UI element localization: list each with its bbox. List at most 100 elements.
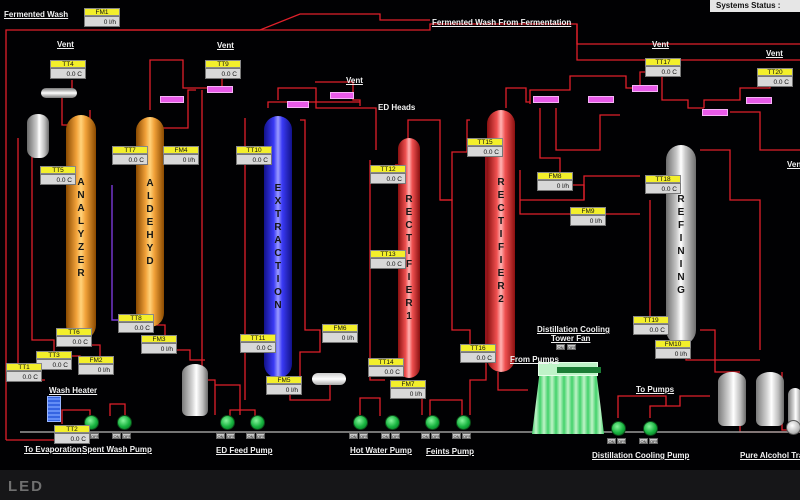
column-letter: F (497, 242, 505, 253)
spent-wash-pump-2-off[interactable]: OFF (122, 433, 131, 439)
feints-pump-1-on[interactable]: ON (421, 433, 430, 439)
pure-alcohol-tank-2[interactable] (756, 372, 784, 426)
spent-wash-pump-2[interactable] (117, 415, 132, 430)
heat-exchanger-ed-heads (330, 92, 354, 99)
to-evaporation-label: To Evaporation (24, 445, 82, 454)
column-letter: F (405, 259, 413, 270)
pure-alcohol-tank-1[interactable] (718, 372, 746, 426)
heat-exchanger-rect2-c (632, 85, 658, 92)
column-letter: A (77, 176, 85, 188)
pipe-refining-pump (700, 329, 740, 373)
pipe-header-top (110, 23, 800, 45)
pipe-to-evap (6, 426, 61, 441)
pure-alcohol-tank-3[interactable] (788, 388, 800, 426)
column-letter: T (274, 261, 282, 272)
systems-status[interactable]: Systems Status : (710, 0, 800, 12)
tower-fan-on-button[interactable]: ON (556, 344, 565, 350)
column-letter: R (677, 194, 685, 205)
cooling-pump-2-on[interactable]: ON (639, 438, 648, 444)
feints-pump-1-off[interactable]: OFF (431, 433, 440, 439)
ed-feed-pump-1[interactable] (220, 415, 235, 430)
hot-water-pump-2[interactable] (385, 415, 400, 430)
column-letter: I (499, 255, 503, 266)
ed-feed-pump-2-on[interactable]: ON (246, 433, 255, 439)
tower-fan-off-button[interactable]: OFF (567, 344, 576, 350)
ed-feed-pump-1-on[interactable]: ON (216, 433, 225, 439)
cooling-pump-1-on[interactable]: ON (607, 438, 616, 444)
cooling-pump-1[interactable] (611, 421, 626, 436)
spent-wash-pump-1-off[interactable]: OFF (90, 433, 99, 439)
column-letter: Y (146, 242, 154, 254)
wash-heater[interactable] (47, 396, 61, 422)
ed-feed-pump-2[interactable] (250, 415, 265, 430)
cooling-pump-1-off[interactable]: OFF (617, 438, 626, 444)
pipe-ed-feed (201, 90, 216, 415)
feints-pump-1[interactable] (425, 415, 440, 430)
to-pumps-label: To Pumps (636, 385, 675, 394)
heat-exchanger-vent (207, 86, 233, 93)
wash-preheater-vessel (27, 114, 49, 158)
spent-wash-pump-2-on[interactable]: ON (112, 433, 121, 439)
pipe-ref-top (639, 71, 704, 109)
hot-water-pump-1[interactable] (353, 415, 368, 430)
pipe-cooling-pump (617, 395, 667, 418)
spent-wash-pump-label: Spent Wash Pump (82, 445, 152, 454)
feints-pump-2-on[interactable]: ON (452, 433, 461, 439)
ed-feed-pump-2-off[interactable]: OFF (256, 433, 265, 439)
feints-pump-2-off[interactable]: OFF (462, 433, 471, 439)
vent-condenser (41, 88, 77, 98)
pipe-rect2-top (505, 87, 530, 108)
pipe-aldehyde-bot (150, 324, 205, 361)
cooling-tower-fan-label-2: Tower Fan (551, 334, 591, 343)
vent-label-aldehyde: Vent (217, 41, 234, 50)
cooling-pump-2-off[interactable]: OFF (649, 438, 658, 444)
column-letter: 2 (498, 294, 504, 305)
column-letter: I (407, 246, 411, 257)
feints-pump-2[interactable] (456, 415, 471, 430)
wash-heater-label: Wash Heater (49, 386, 98, 395)
hot-water-pump-1-on[interactable]: ON (349, 433, 358, 439)
cooling-pump-2[interactable] (643, 421, 658, 436)
pipe-ext-right (299, 119, 321, 380)
hot-water-pump-2-off[interactable]: OFF (391, 433, 400, 439)
ed-feed-pump-1-off[interactable]: OFF (226, 433, 235, 439)
ed-feed-tank[interactable] (182, 364, 208, 416)
hot-water-pump-1-off[interactable]: OFF (359, 433, 368, 439)
column-letter: E (405, 285, 413, 296)
distillation-cooling-tower[interactable] (528, 362, 608, 434)
pure-alcohol-pump[interactable] (786, 420, 800, 435)
hot-water-pump-2-on[interactable]: ON (381, 433, 390, 439)
